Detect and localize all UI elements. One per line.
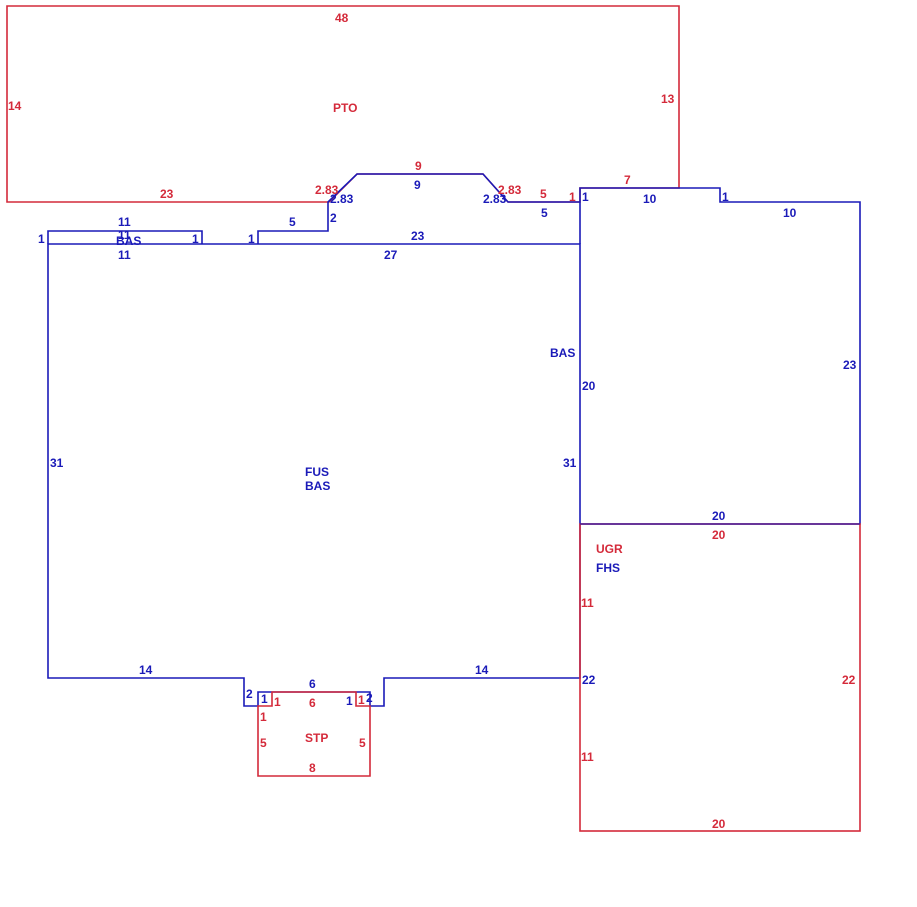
dim-bas-step-rise-left: 1 bbox=[582, 190, 589, 204]
dim-stp-bottom: 8 bbox=[309, 761, 316, 775]
dim-pto-right: 13 bbox=[661, 92, 675, 106]
dim-bas-ledge-left: 5 bbox=[289, 215, 296, 229]
dim-small-bottom: 11 bbox=[118, 248, 131, 262]
stp-outline bbox=[257, 691, 371, 777]
dim-stoop-top: 6 bbox=[309, 677, 316, 691]
dim-pto-bottom-right: 7 bbox=[624, 173, 631, 187]
dim-bas-right-top: 10 bbox=[643, 192, 657, 206]
dim-stp-rise-left: 1 bbox=[274, 695, 281, 709]
dim-bas-notch-drop-left: 2 bbox=[330, 211, 337, 225]
dim-pto-step: 5 bbox=[540, 187, 547, 201]
small-bas-outline bbox=[47, 230, 203, 244]
dim-pto-diag-right: 2.83 bbox=[498, 183, 522, 197]
area-label-fhs: FHS bbox=[596, 561, 620, 575]
dim-main-rise: 1 bbox=[248, 232, 255, 246]
dim-small-top: 11 bbox=[118, 215, 131, 229]
area-label-fus: FUS bbox=[305, 465, 329, 479]
dim-main-top-inner: 27 bbox=[384, 248, 398, 262]
dim-pto-step-rise: 1 bbox=[569, 190, 576, 204]
dim-main-left: 31 bbox=[50, 456, 64, 470]
dim-ugr-left-lower: 11 bbox=[581, 750, 594, 764]
dim-bottom-right: 14 bbox=[475, 663, 489, 677]
dim-bas-ledge-right: 5 bbox=[541, 206, 548, 220]
area-label-pto: PTO bbox=[333, 101, 357, 115]
dim-stp-left: 5 bbox=[260, 736, 267, 750]
dim-ugr-bottom: 20 bbox=[712, 817, 726, 831]
dim-stp-right: 5 bbox=[359, 736, 366, 750]
dim-stoop-step-left: 1 bbox=[261, 692, 268, 706]
dim-inner-right: 20 bbox=[582, 379, 596, 393]
dim-pto-top: 48 bbox=[335, 11, 349, 25]
dim-ugr-left-blue: 22 bbox=[582, 673, 596, 687]
dim-ugr-top-blue: 20 bbox=[712, 509, 726, 523]
dim-pto-left: 14 bbox=[8, 99, 22, 113]
area-label-ugr: UGR bbox=[596, 542, 623, 556]
dim-pto-diag-left: 2.83 bbox=[315, 183, 339, 197]
dim-bas-diag-right: 2.83 bbox=[483, 192, 507, 206]
dim-bas-diag-left: 2.83 bbox=[330, 192, 354, 206]
dim-small-right: 1 bbox=[192, 232, 199, 246]
dim-small-mid: 11 bbox=[118, 228, 131, 242]
dim-bas-right-side: 23 bbox=[843, 358, 857, 372]
dim-main-top: 23 bbox=[411, 229, 425, 243]
dim-pto-bottom-left: 23 bbox=[160, 187, 174, 201]
dim-bas-right-top2: 10 bbox=[783, 206, 797, 220]
dim-ugr-top-red: 20 bbox=[712, 528, 726, 542]
bas-right-outline bbox=[579, 187, 861, 525]
dim-bottom-left: 14 bbox=[139, 663, 153, 677]
dim-stp-rise-right: 1 bbox=[358, 693, 365, 707]
dim-small-left: 1 bbox=[38, 232, 45, 246]
area-label-bas-main: BAS bbox=[305, 479, 330, 493]
area-label-bas-small: BAS bbox=[116, 234, 141, 248]
dim-stp-top: 6 bbox=[309, 696, 316, 710]
area-label-bas-right: BAS bbox=[550, 346, 575, 360]
area-label-stp: STP bbox=[305, 731, 328, 745]
dim-ugr-right: 22 bbox=[842, 673, 856, 687]
dim-stoop-drop-right: 2 bbox=[366, 691, 373, 705]
bas-notch-outline bbox=[257, 173, 580, 244]
dim-pto-notch-top: 9 bbox=[415, 159, 422, 173]
dim-main-right: 31 bbox=[563, 456, 577, 470]
dim-bas-step-rise-right: 1 bbox=[722, 190, 729, 204]
dim-stp-drop: 1 bbox=[260, 710, 267, 724]
dim-stoop-drop-left: 2 bbox=[246, 687, 253, 701]
dim-ugr-left-upper: 11 bbox=[581, 596, 594, 610]
ugr-outline bbox=[579, 523, 861, 832]
dim-stoop-step-right: 1 bbox=[346, 694, 353, 708]
dim-bas-notch: 9 bbox=[414, 178, 421, 192]
